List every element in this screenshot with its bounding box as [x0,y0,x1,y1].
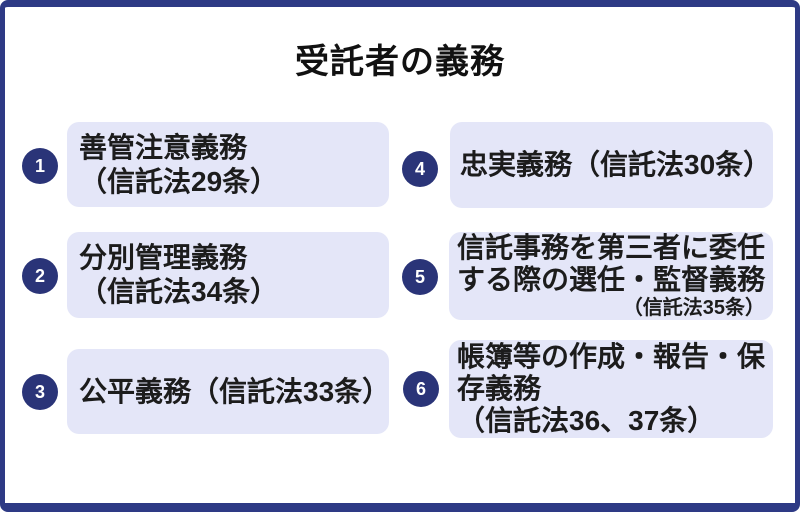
item-number-badge: 3 [22,374,58,410]
item-number-badge: 5 [402,259,438,295]
item-number-badge: 1 [22,148,58,184]
duty-card: 忠実義務（信託法30条） [450,122,773,208]
duty-card: 帳簿等の作成・報告・保存義務 （信託法36、37条） [449,340,773,438]
duty-text: 分別管理義務 [79,242,248,273]
item-number-badge: 4 [402,151,438,187]
item-number-badge: 6 [403,371,439,407]
duty-text: （信託法36、37条） [457,405,716,436]
duty-card: 信託事務を第三者に委任 する際の選任・監督義務 （信託法35条） [449,232,773,320]
duty-law-note: （信託法35条） [622,297,765,319]
duty-card: 公平義務（信託法33条） [67,349,391,434]
duty-text: する際の選任・監督義務 [457,264,766,295]
duty-text: （信託法34条） [79,276,279,307]
duty-card: 分別管理義務 （信託法34条） [67,232,389,318]
duty-text: 帳簿等の作成・報告・保存義務 [457,341,766,404]
duty-card: 善管注意義務 （信託法29条） [67,122,389,207]
duty-text: 信託事務を第三者に委任 [457,232,766,263]
duty-text: 公平義務（信託法33条） [79,375,391,407]
duty-text: 善管注意義務 [79,131,248,163]
duty-text: （信託法29条） [79,165,279,197]
duty-text: 忠実義務（信託法30条） [460,149,772,180]
page-title: 受託者の義務 [295,43,505,81]
item-number-badge: 2 [22,258,58,294]
